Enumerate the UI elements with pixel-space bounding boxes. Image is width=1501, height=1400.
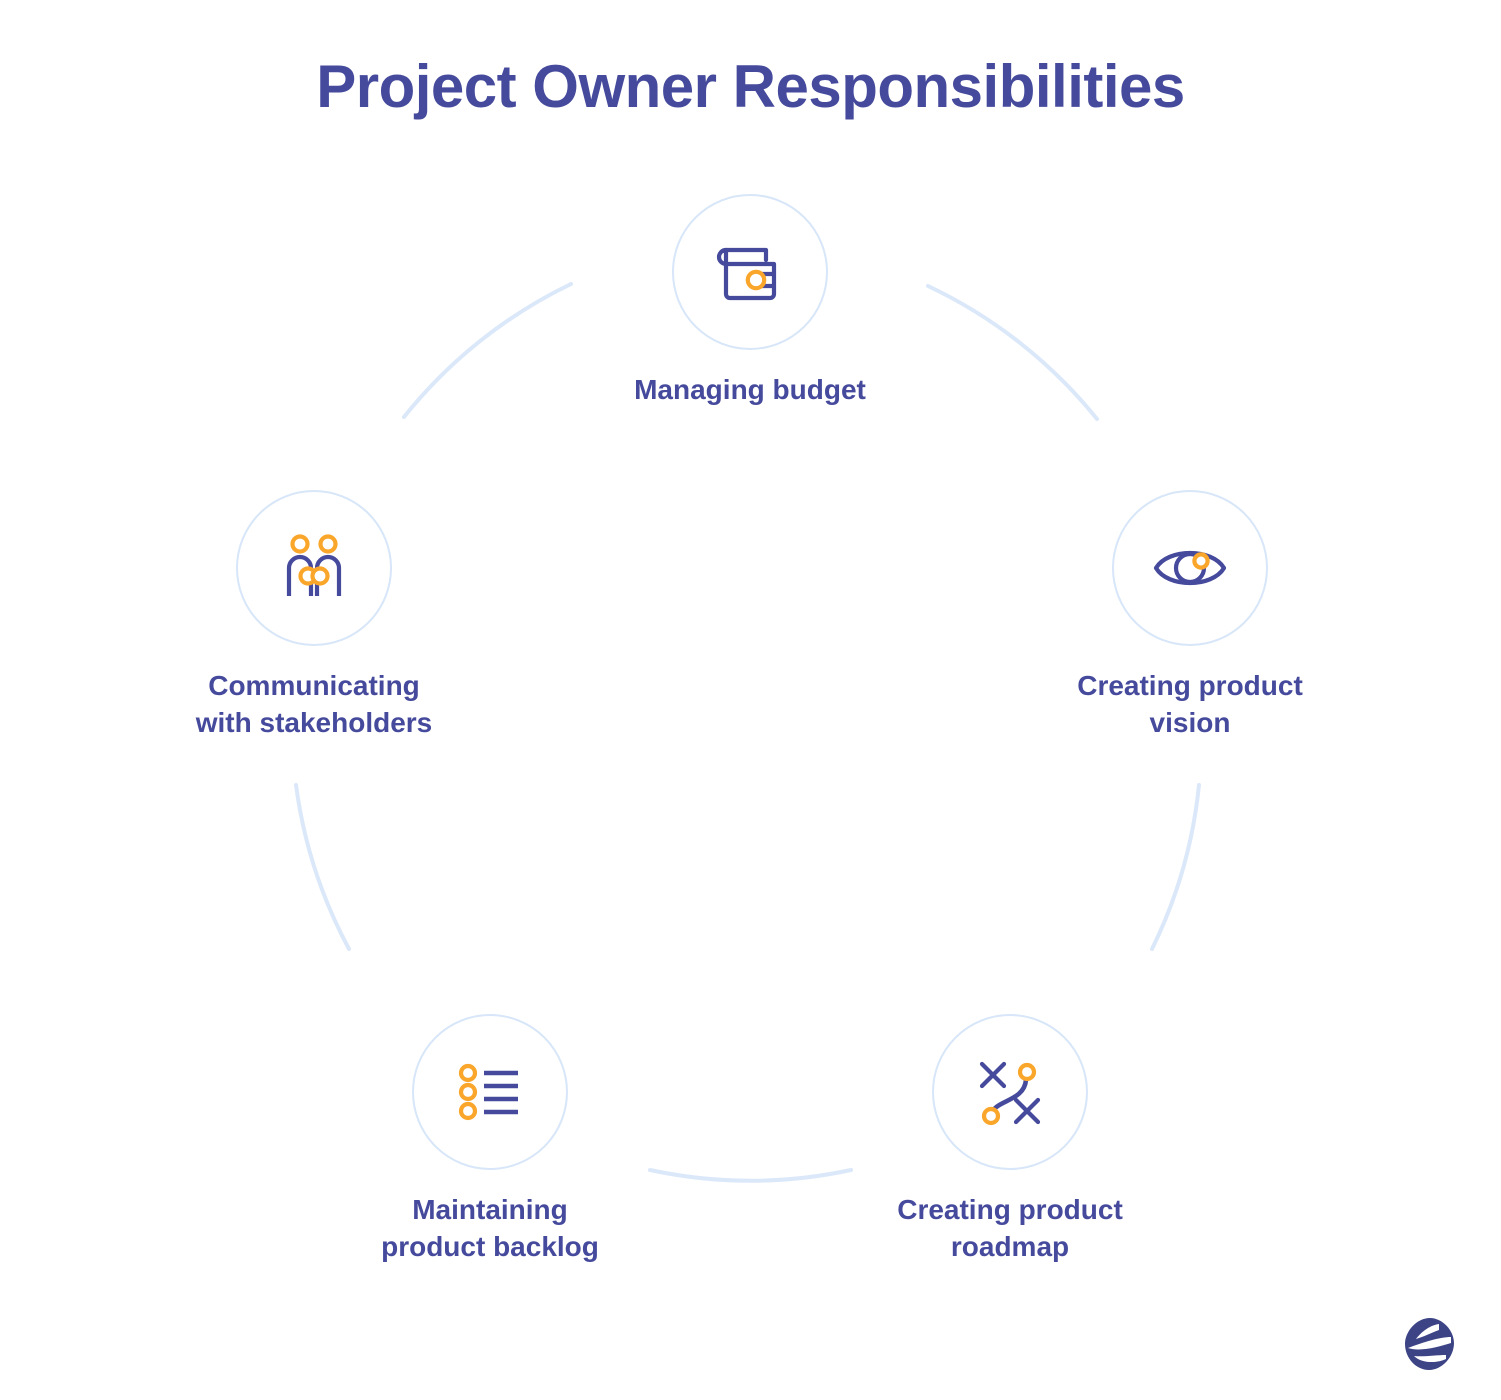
icon-circle-managing-budget: [672, 194, 828, 350]
arc-backlog-communicating: [294, 783, 351, 951]
icon-circle-creating-product-roadmap: [932, 1014, 1088, 1170]
icon-circle-creating-product-vision: [1112, 490, 1268, 646]
arc-communicating-budget: [402, 282, 573, 419]
brand-logo: [1405, 1318, 1454, 1370]
node-label-creating-product-roadmap: Creating product roadmap: [897, 1194, 1123, 1262]
eye-icon: [1153, 550, 1227, 586]
page-title: Project Owner Responsibilities: [316, 53, 1185, 120]
node-maintaining-product-backlog[interactable]: Maintaining product backlog: [340, 1014, 640, 1266]
node-communicating-with-stakeholders[interactable]: Communicating with stakeholders: [164, 490, 464, 742]
node-label-managing-budget: Managing budget: [634, 374, 866, 405]
icon-circle-maintaining-product-backlog: [412, 1014, 568, 1170]
node-label-communicating-with-stakeholders: Communicating with stakeholders: [195, 670, 433, 738]
node-label-creating-product-vision: Creating product vision: [1077, 670, 1303, 738]
node-label-maintaining-product-backlog: Maintaining product backlog: [381, 1194, 599, 1262]
node-creating-product-vision[interactable]: Creating product vision: [1040, 490, 1340, 742]
arc-budget-vision: [926, 284, 1099, 421]
arc-vision-roadmap: [1150, 783, 1201, 951]
strategy-path-icon: [979, 1061, 1041, 1126]
node-managing-budget[interactable]: Managing budget: [600, 194, 900, 409]
two-people-icon: [286, 534, 342, 596]
icon-circle-communicating-with-stakeholders: [236, 490, 392, 646]
node-creating-product-roadmap[interactable]: Creating product roadmap: [860, 1014, 1160, 1266]
bullet-list-icon: [458, 1063, 518, 1121]
arc-roadmap-backlog: [648, 1168, 853, 1183]
wallet-icon: [716, 247, 777, 301]
